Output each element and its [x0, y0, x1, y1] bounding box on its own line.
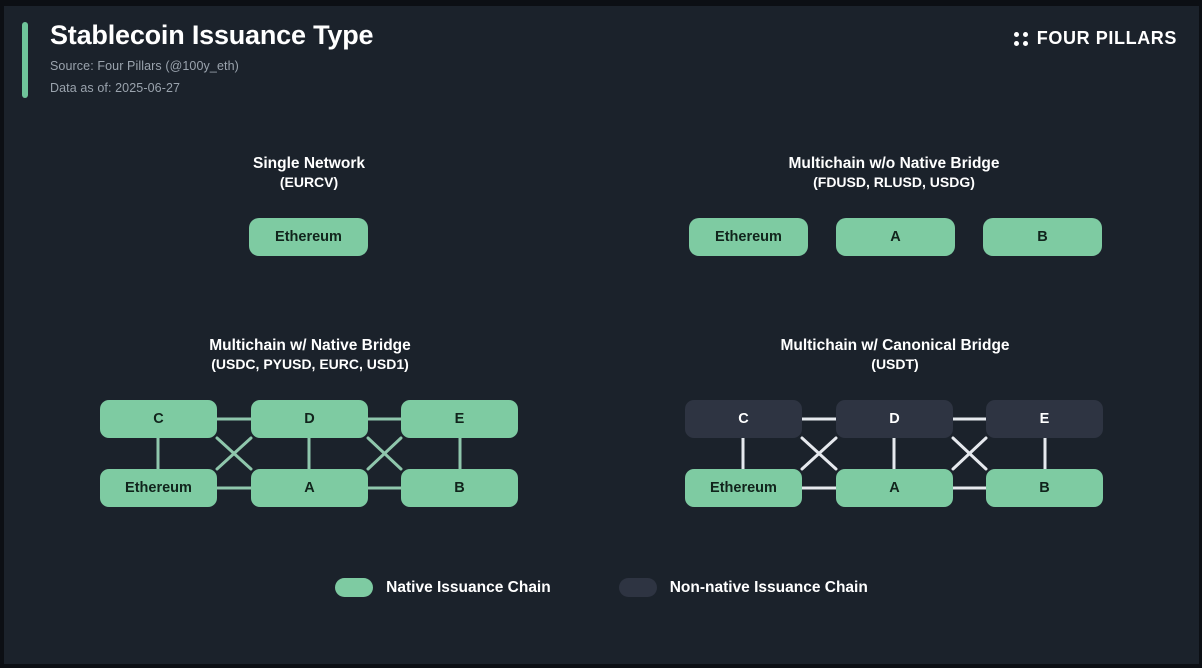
data-date-text: Data as of: 2025-06-27 [50, 81, 181, 95]
node-b[interactable]: B [983, 217, 1102, 256]
edge-d-ethereum [800, 436, 838, 471]
node-a[interactable]: A [836, 468, 953, 507]
panel-subtitle: (FDUSD, RLUSD, USDG) [813, 173, 975, 190]
panel-multichain-w-canonical-bridge: Multichain w/ Canonical Bridge (USDT) [685, 336, 1105, 530]
node-d[interactable]: D [836, 399, 953, 438]
header: Stablecoin Issuance Type Source: Four Pi… [4, 6, 1199, 116]
panel-subtitle: (EURCV) [279, 173, 339, 190]
legend-swatch-native-icon [335, 578, 374, 597]
diagram-multichain-wo-native-bridge: Ethereum A B [664, 217, 1124, 308]
panel-single-network: Single Network (EURCV) Ethereum [149, 154, 469, 308]
panel-title: Multichain w/ Native Bridge [209, 337, 411, 354]
edge-layer [741, 417, 1047, 490]
edge-layer [156, 417, 462, 490]
title-accent-bar [22, 22, 28, 98]
diagram-multichain-w-canonical-bridge: C D E Ethereum A B [685, 399, 1105, 530]
node-ethereum[interactable]: Ethereum [100, 468, 217, 507]
panel-subtitle: (USDC, PYUSD, EURC, USD1) [211, 355, 409, 372]
legend: Native Issuance Chain Non-native Issuanc… [4, 578, 1199, 597]
legend-label: Native Issuance Chain [386, 578, 551, 596]
panel-subtitle: (USDT) [871, 355, 919, 372]
edge-e-a [366, 436, 403, 471]
node-e[interactable]: E [401, 399, 518, 438]
node-ethereum[interactable]: Ethereum [685, 468, 802, 507]
panel-multichain-wo-native-bridge: Multichain w/o Native Bridge (FDUSD, RLU… [664, 154, 1124, 308]
node-e[interactable]: E [986, 399, 1103, 438]
four-dots-icon [1013, 31, 1028, 46]
legend-item-non-native: Non-native Issuance Chain [618, 578, 868, 597]
legend-item-native: Native Issuance Chain [335, 578, 551, 597]
node-b[interactable]: B [401, 468, 518, 507]
panel-title: Multichain w/o Native Bridge [788, 155, 1000, 172]
panel-multichain-w-native-bridge: Multichain w/ Native Bridge (USDC, PYUSD… [100, 336, 520, 530]
diagram-single-network: Ethereum [149, 217, 469, 308]
page-title: Stablecoin Issuance Type [50, 20, 374, 50]
node-ethereum[interactable]: Ethereum [689, 217, 808, 256]
panel-title: Multichain w/ Canonical Bridge [780, 337, 1010, 354]
node-b[interactable]: B [986, 468, 1103, 507]
node-d[interactable]: D [251, 399, 368, 438]
node-ethereum[interactable]: Ethereum [249, 217, 368, 256]
brand-name: FOUR PILLARS [1036, 28, 1177, 48]
brand-logo: FOUR PILLARS [1013, 28, 1177, 49]
panel-title: Single Network [253, 155, 365, 172]
legend-label: Non-native Issuance Chain [669, 578, 868, 596]
node-a[interactable]: A [251, 468, 368, 507]
node-c[interactable]: C [685, 399, 802, 438]
edge-e-a [951, 436, 988, 471]
diagram-multichain-w-native-bridge: C D E Ethereum A B [100, 399, 520, 530]
legend-swatch-non-native-icon [618, 578, 657, 597]
edge-d-ethereum [215, 436, 253, 471]
node-c[interactable]: C [100, 399, 217, 438]
infographic-canvas: Stablecoin Issuance Type Source: Four Pi… [4, 6, 1199, 664]
source-text: Source: Four Pillars (@100y_eth) [50, 59, 239, 73]
node-a[interactable]: A [836, 217, 955, 256]
